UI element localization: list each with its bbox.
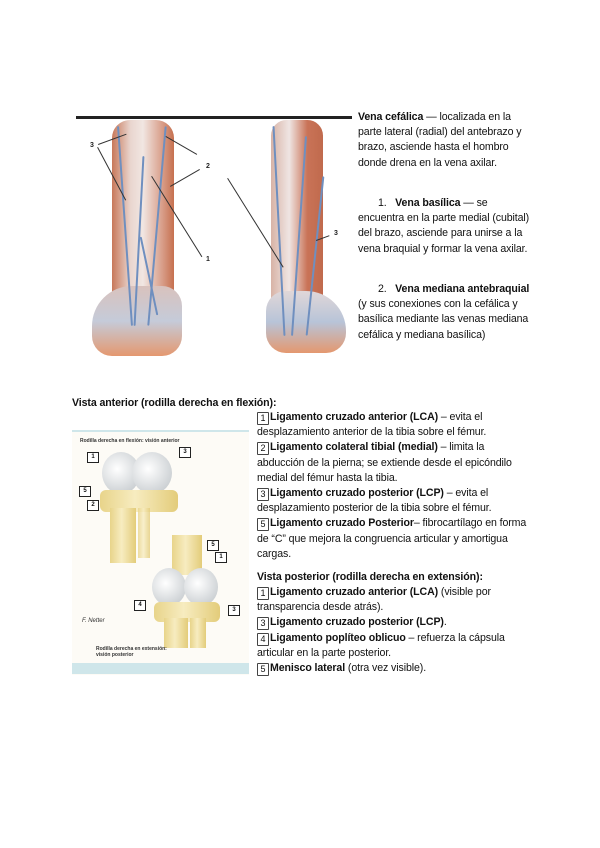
cephalic-vein-term: Vena cefálica [358,111,424,123]
figure-caption-bottom: Rodilla derecha en extensión: visión pos… [96,646,167,658]
cephalic-vein-paragraph: Vena cefálica — localizada en la parte l… [358,111,522,169]
posterior-view-heading: Vista posterior (rodilla derecha en exte… [257,571,483,583]
arm-veins-figure: 3 2 1 2 3 [76,116,352,361]
basilic-vein-paragraph: 1. Vena basílica — se encuentra en la pa… [358,197,530,255]
median-vein-paragraph: 2. Vena mediana antebraquial (y sus cone… [358,282,530,343]
figure-signature: F. Netter [82,618,105,624]
number-box: 5 [257,663,269,677]
number-box: 3 [257,617,269,631]
number-box: 4 [257,632,269,646]
figure-label: 3 [228,605,240,616]
figure-label: 2 [87,500,99,511]
figure-label: 1 [87,452,99,463]
figure-label: 1 [206,256,210,263]
number-box: 1 [257,587,269,600]
list-number: 2. [378,283,387,295]
anterior-view-heading: Vista anterior (rodilla derecha en flexi… [72,397,277,409]
figure-top-rule [76,116,352,119]
figure-label: 4 [134,600,146,611]
figure-label: 1 [215,552,227,563]
basilic-vein-description: se encuentra en la parte medial (cubital… [358,197,530,255]
figure-bottom-band [72,663,249,674]
figure-label: 5 [79,486,91,497]
figure-top-band [72,430,249,432]
number-box: 5 [257,518,269,532]
number-box: 3 [257,488,269,502]
figure-caption-top: Rodilla derecha en flexión: visión anter… [80,438,180,444]
figure-label: 3 [179,447,191,458]
cephalic-vein-description: localizada en la parte lateral (radial) … [358,111,522,169]
number-box: 1 [257,412,269,425]
figure-label: 2 [206,163,210,170]
figure-label: 3 [334,230,338,237]
median-vein-term: Vena mediana antebraquial [395,283,530,295]
figure-label: 3 [90,142,94,149]
median-vein-description: (y sus conexiones con la cefálica y basí… [358,298,529,341]
list-number: 1. [378,197,387,209]
figure-label: 5 [207,540,219,551]
knee-ligaments-figure: Rodilla derecha en flexión: visión anter… [72,430,249,675]
basilic-vein-term: Vena basílica [395,197,461,209]
number-box: 2 [257,442,269,456]
